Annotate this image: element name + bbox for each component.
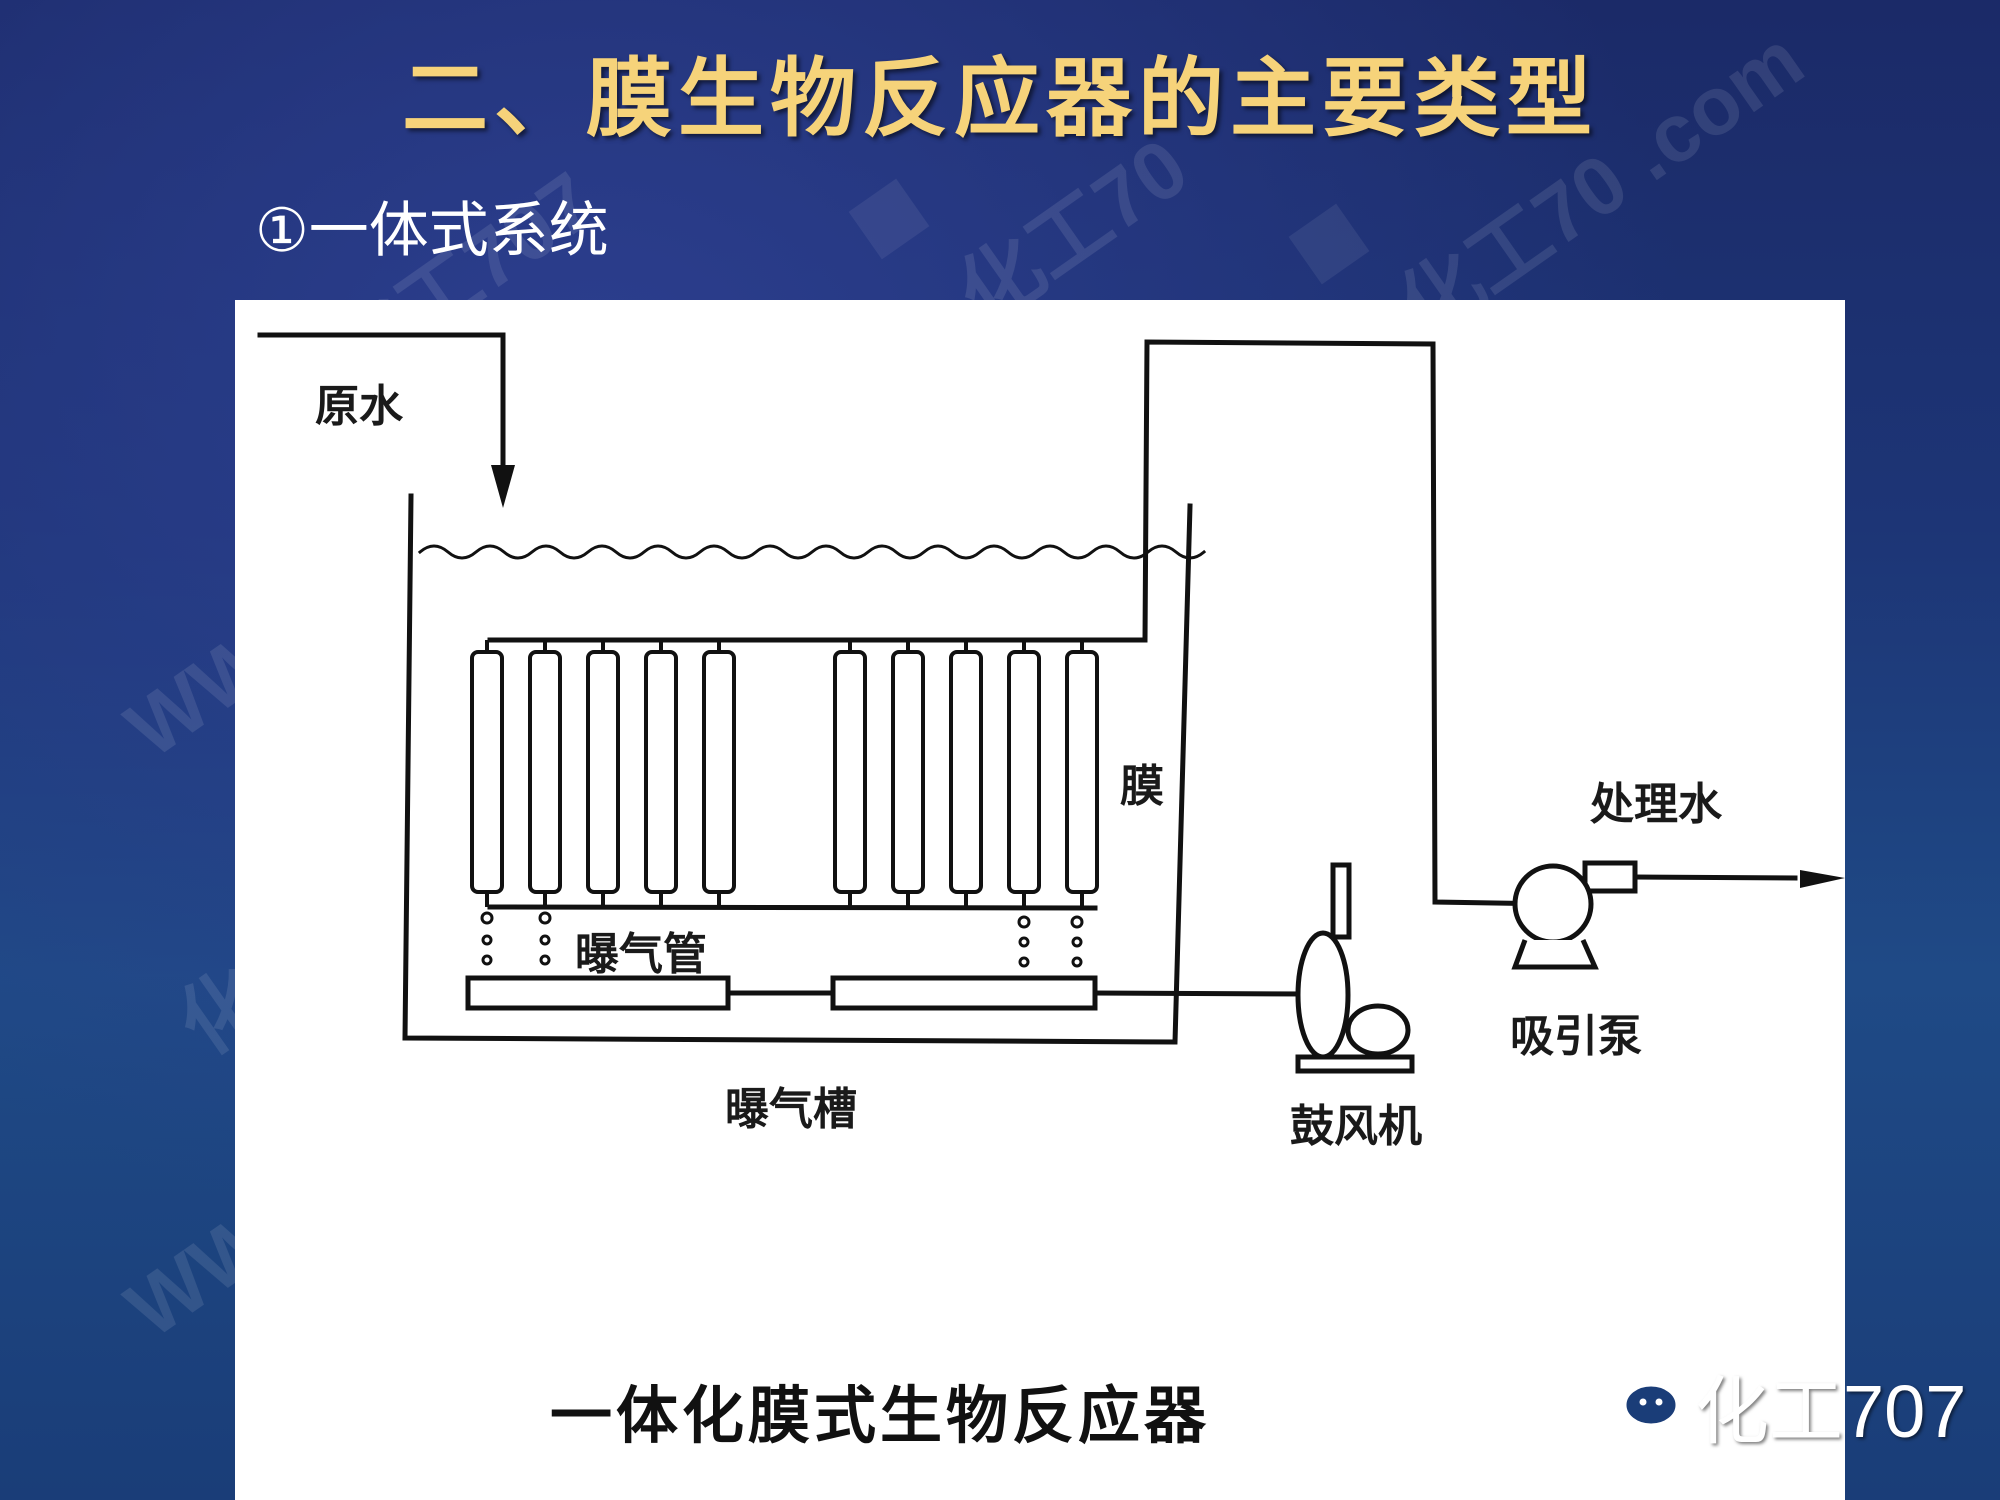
wechat-logo-icon (1587, 1359, 1681, 1435)
diagram-caption: 一体化膜式生物反应器 (550, 1379, 1211, 1452)
label-aeration-pipe: 曝气管 (575, 929, 707, 980)
raw-water-arrow-icon (491, 465, 515, 508)
raw-water-pipe (257, 332, 506, 493)
slide-title: 二、膜生物反应器的主要类型 (402, 49, 1598, 149)
membrane-module (644, 650, 678, 894)
permeate-header-pipe (487, 339, 1556, 907)
membrane-module (949, 650, 983, 894)
watermark-logo-mark (1288, 203, 1370, 285)
mbr-schematic (257, 332, 1845, 1074)
membrane-module (833, 650, 867, 894)
air-bubble (1018, 936, 1030, 948)
air-bubble (1071, 956, 1083, 968)
water-surface (417, 544, 1207, 560)
air-bubble (1017, 915, 1031, 929)
aeration-diffuser (465, 975, 731, 1011)
diagram-panel: 原水 膜 曝气管 曝气槽 处理水 吸引泵 鼓风机 一体化膜式生物反应器 (235, 300, 1845, 1500)
air-bubble (481, 954, 493, 966)
air-line (1090, 990, 1313, 997)
membrane-module (891, 650, 925, 894)
label-membrane: 膜 (1120, 761, 1164, 812)
air-bubble (1071, 936, 1083, 948)
air-bubble (539, 934, 551, 946)
membrane-module (470, 650, 504, 894)
membrane-module (1007, 650, 1041, 894)
blower-icon (1295, 862, 1415, 1074)
slide-subtitle: ①一体式系统 (255, 196, 609, 266)
label-aeration-tank: 曝气槽 (725, 1084, 857, 1135)
label-blower: 鼓风机 (1290, 1101, 1422, 1152)
suction-pump-icon (1511, 860, 1638, 970)
module-bottom-header (487, 904, 1098, 911)
label-treated-water: 处理水 (1590, 779, 1722, 830)
air-bubble (481, 934, 493, 946)
treated-water-arrow-icon (1800, 870, 1845, 888)
air-bubble (480, 911, 494, 925)
membrane-module (586, 650, 620, 894)
watermark-logo-mark (848, 178, 930, 260)
label-suction-pump: 吸引泵 (1510, 1011, 1642, 1062)
air-bubble (1070, 915, 1084, 929)
aeration-tank-wall (402, 493, 1193, 1045)
air-bubble (538, 911, 552, 925)
label-raw-water: 原水 (315, 381, 403, 432)
treated-water-outlet-pipe (1632, 874, 1798, 881)
aeration-diffuser (830, 975, 1098, 1011)
air-bubble (539, 954, 551, 966)
wechat-brand-text: 化工707 (1695, 1370, 1967, 1453)
air-bubble (1018, 956, 1030, 968)
membrane-module (702, 650, 736, 894)
membrane-module (1065, 650, 1099, 894)
membrane-module (528, 650, 562, 894)
